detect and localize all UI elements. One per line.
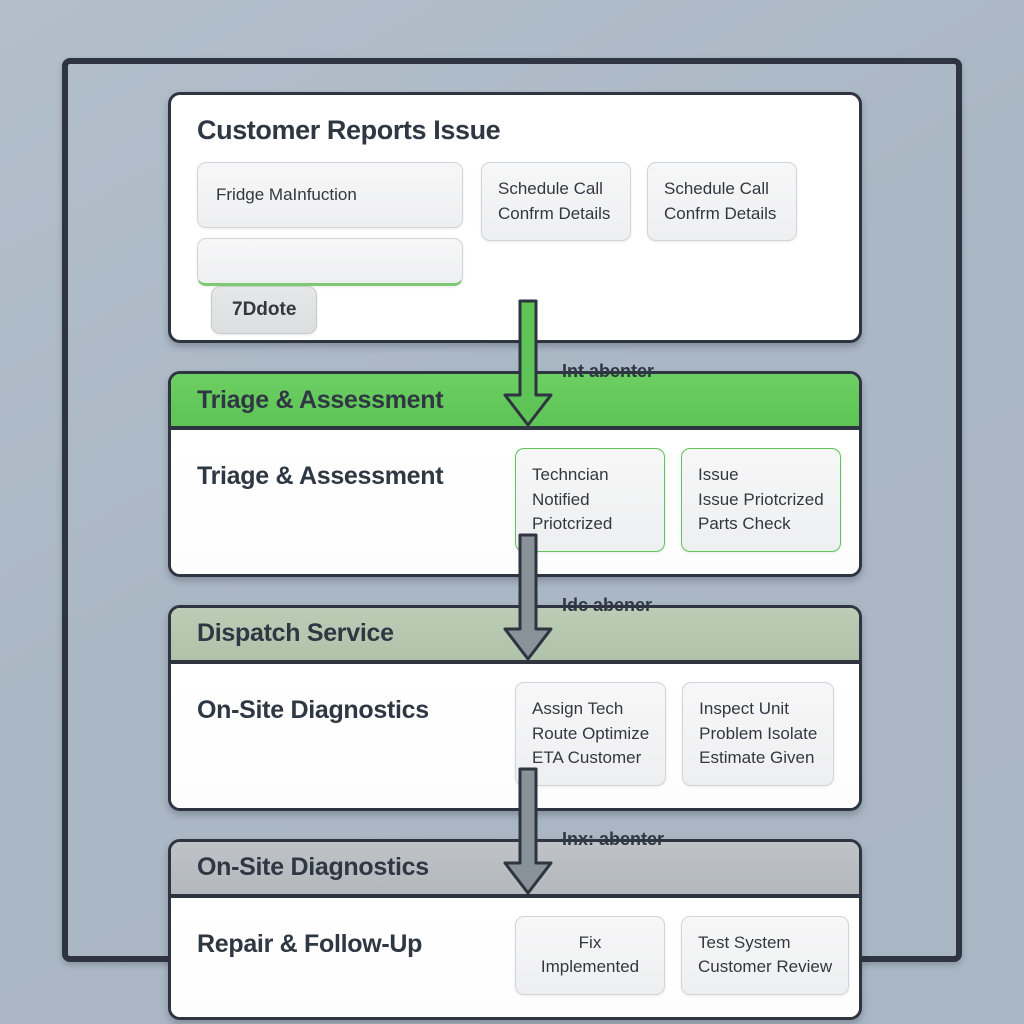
chip-line: Confrm Details: [664, 203, 777, 223]
list-item[interactable]: Schedule Call Confrm Details: [647, 162, 797, 242]
secondary-empty-field[interactable]: [197, 238, 463, 286]
chip-line: Fix: [578, 932, 602, 952]
chip-line: Confrm Details: [498, 203, 611, 223]
chip-line: Test System: [698, 932, 791, 952]
chip-line: Problem Isolate: [699, 723, 818, 743]
list-item[interactable]: Fix Implemented: [515, 915, 665, 996]
stage-body-triage: Triage & Assessment Techncian Notified P…: [171, 430, 859, 574]
list-item[interactable]: Issue Issue Priotcrized Parts Check: [681, 448, 841, 552]
chip-line: ETA Customer: [532, 748, 642, 768]
chip-line: Implemented: [540, 957, 640, 977]
stage-chip-row: Assign Tech Route Optimize ETA Customer …: [515, 681, 835, 786]
stage-header-onsite: On-Site Diagnostics: [171, 841, 859, 898]
stage-header-title: Dispatch Service: [197, 619, 394, 648]
stage-card-customer-reports-issue[interactable]: Customer Reports Issue Fridge MaInfuctio…: [168, 92, 862, 343]
stage-header-title: Triage & Assessment: [197, 385, 444, 414]
intake-bottom-strip: 7Ddote: [171, 286, 859, 340]
list-item[interactable]: Test System Customer Review: [681, 915, 850, 996]
list-item[interactable]: Inspect Unit Problem Isolate Estimate Gi…: [682, 681, 835, 786]
chip-line: Parts Check: [698, 514, 791, 534]
chip-line: Estimate Given: [699, 748, 815, 768]
chip-line: Notified: [532, 489, 590, 509]
stack-gap: [168, 343, 862, 371]
chip-line: Techncian: [532, 465, 609, 484]
stage-header-dispatch: Dispatch Service: [171, 607, 859, 664]
stage-chip-row: Fix Implemented Test System Customer Rev…: [515, 915, 850, 996]
chip-line: Inspect Unit: [699, 698, 789, 718]
chip-line: Customer Review: [698, 957, 833, 977]
stage-card-dispatch-service[interactable]: Dispatch Service On-Site Diagnostics Ass…: [168, 604, 862, 811]
chip-line: Route Optimize: [532, 723, 650, 743]
stack-gap: [168, 577, 862, 605]
chip-line: Schedule Call: [498, 179, 603, 198]
issue-description-field[interactable]: Fridge MaInfuction: [197, 162, 463, 228]
chip-line: Issue Priotcrized: [698, 489, 824, 509]
intake-field-group: Fridge MaInfuction: [197, 162, 463, 286]
stage-body-dispatch: On-Site Diagnostics Assign Tech Route Op…: [171, 663, 859, 808]
workflow-stage-stack: Customer Reports Issue Fridge MaInfuctio…: [168, 92, 862, 1021]
status-badge[interactable]: 7Ddote: [211, 286, 318, 334]
chip-line: Assign Tech: [532, 698, 624, 718]
list-item[interactable]: Assign Tech Route Optimize ETA Customer: [515, 681, 667, 786]
stage-body-title: Repair & Follow-Up: [197, 929, 423, 958]
stage-header-title: On-Site Diagnostics: [197, 853, 429, 882]
list-item[interactable]: Techncian Notified Priotcrized: [515, 448, 665, 552]
stage-body-title: Triage & Assessment: [197, 462, 444, 490]
stage-card-triage-assessment[interactable]: Triage & Assessment Triage & Assessment …: [168, 371, 862, 577]
intake-chip-row: Schedule Call Confrm Details Schedule Ca…: [481, 162, 835, 242]
stage-body-repair: Repair & Follow-Up Fix Implemented Test …: [171, 897, 859, 1018]
stage-chip-row: Techncian Notified Priotcrized Issue Iss…: [515, 448, 841, 552]
stage-body-title: On-Site Diagnostics: [197, 695, 429, 724]
list-item[interactable]: Schedule Call Confrm Details: [481, 162, 631, 242]
stage-header-triage: Triage & Assessment: [171, 374, 859, 430]
stack-gap: [168, 811, 862, 839]
chip-line: Schedule Call: [664, 179, 769, 198]
intake-card-title: Customer Reports Issue: [197, 115, 501, 145]
intake-card-row: Fridge MaInfuction Schedule Call Confrm …: [171, 146, 859, 286]
chip-line: Priotcrized: [532, 514, 613, 534]
chip-line: Issue: [698, 465, 739, 484]
stage-card-on-site-diagnostics[interactable]: On-Site Diagnostics Repair & Follow-Up F…: [168, 838, 862, 1021]
